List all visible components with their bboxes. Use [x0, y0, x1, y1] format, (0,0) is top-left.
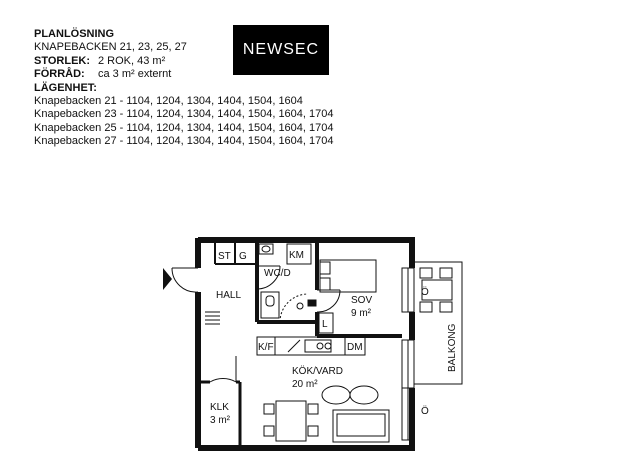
dining-set — [263, 400, 319, 442]
newsec-logo: NEWSEC — [233, 25, 329, 75]
storage-label: FÖRRÅD: — [34, 68, 85, 81]
storage-value: ca 3 m² externt — [98, 68, 172, 81]
apartment-line: Knapebacken 27 - 1104, 1204, 1304, 1404,… — [34, 135, 334, 148]
sov-area: 9 m² — [351, 308, 372, 319]
hall-label: HALL — [216, 290, 241, 301]
dm-label: DM — [347, 342, 363, 353]
address: KNAPEBACKEN 21, 23, 25, 27 — [34, 41, 187, 54]
km-label: KM — [289, 250, 304, 261]
entrance-door[interactable] — [171, 267, 199, 293]
sov-label: SOV — [351, 295, 372, 306]
g-label: G — [239, 251, 247, 262]
header-block: PLANLÖSNING KNAPEBACKEN 21, 23, 25, 27 S… — [34, 28, 334, 149]
wcd-label: WC/D — [264, 268, 291, 279]
apartment-line: Knapebacken 23 - 1104, 1204, 1304, 1404,… — [34, 108, 334, 121]
storage-row: FÖRRÅD: ca 3 m² externt — [34, 68, 334, 81]
wardrobe-box — [318, 312, 334, 334]
l-label: L — [322, 319, 328, 330]
km-box — [286, 243, 312, 265]
size-value: 2 ROK, 43 m² — [98, 54, 166, 67]
o-label-outside: Ö — [421, 405, 429, 417]
balcony — [413, 261, 463, 385]
st-label: ST — [218, 251, 231, 262]
hall-wardrobe — [205, 311, 220, 325]
closet-door[interactable] — [209, 356, 237, 383]
sofa — [321, 385, 390, 443]
size-row: STORLEK: 2 ROK, 43 m² — [34, 55, 334, 68]
interior-walls — [198, 240, 402, 448]
kf-label: K/F — [258, 342, 274, 353]
o-label-balcony: Ö — [421, 286, 429, 298]
bathroom-fixtures — [258, 243, 317, 323]
bedroom-door[interactable] — [316, 289, 341, 313]
plan-title: PLANLÖSNING — [34, 28, 115, 40]
apartments-label: LÄGENHET: — [34, 81, 97, 94]
kitchen-counter — [256, 336, 366, 356]
bathroom-door[interactable] — [256, 265, 281, 290]
apartment-line: Knapebacken 21 - 1104, 1204, 1304, 1404,… — [34, 95, 303, 108]
size-label: STORLEK: — [34, 54, 91, 67]
klk-label: KLK — [210, 402, 229, 413]
klk-area: 3 m² — [210, 415, 231, 426]
kok-label: KÖK/VARD — [292, 365, 343, 377]
balkong-label: BALKONG — [447, 323, 458, 372]
entrance-arrow — [163, 268, 172, 290]
kok-area: 20 m² — [292, 379, 318, 390]
bed — [319, 259, 377, 293]
apartment-line: Knapebacken 25 - 1104, 1204, 1304, 1404,… — [34, 121, 334, 134]
